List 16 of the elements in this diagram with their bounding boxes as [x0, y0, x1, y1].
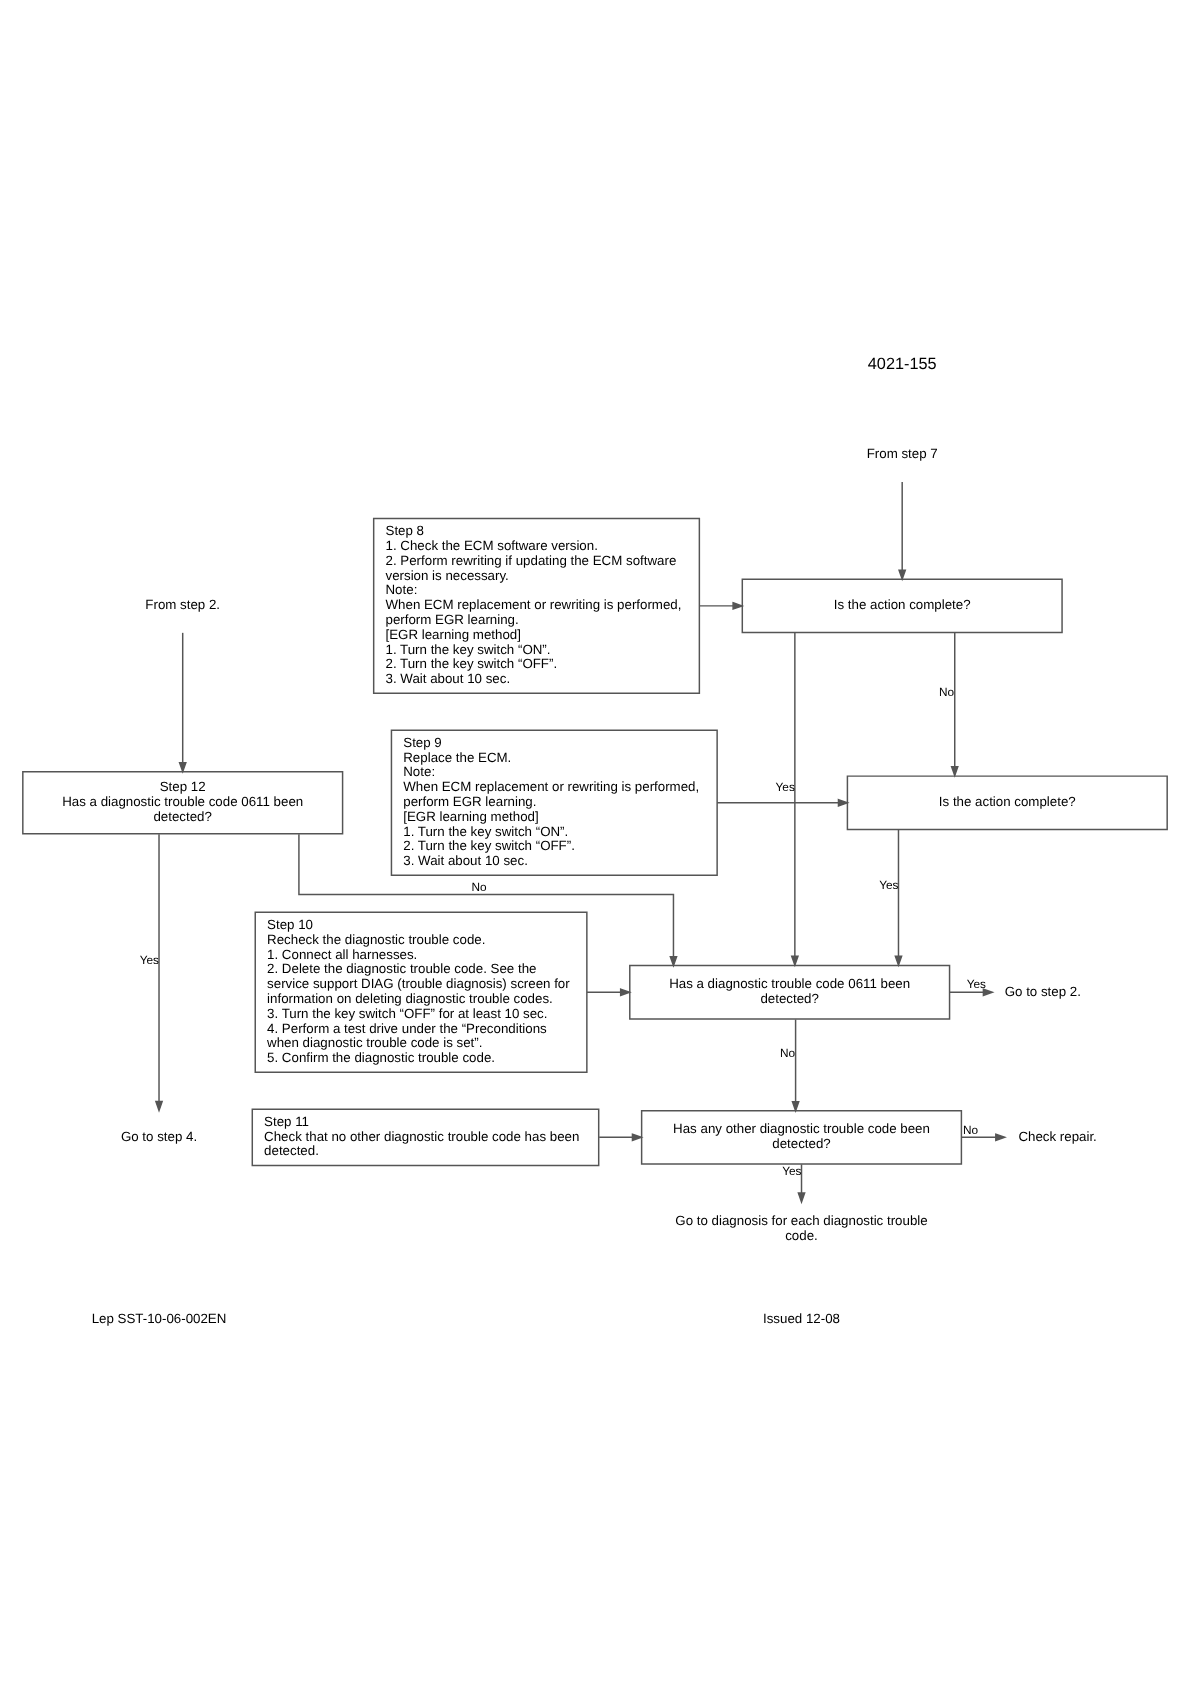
arrow	[586, 988, 632, 997]
arrow	[154, 833, 164, 1113]
arrow	[950, 632, 959, 778]
arrow	[797, 1163, 806, 1205]
arrow	[894, 828, 903, 968]
arrow	[791, 1018, 800, 1113]
arrow	[178, 632, 187, 774]
arrow	[960, 1133, 1007, 1142]
label: 4021-155	[867, 354, 937, 373]
arrow	[298, 833, 678, 968]
arrow	[949, 988, 995, 997]
arrow	[598, 1133, 644, 1142]
arrow	[898, 481, 907, 582]
arrow	[698, 601, 745, 611]
arrow	[716, 798, 850, 807]
arrow	[790, 632, 799, 968]
